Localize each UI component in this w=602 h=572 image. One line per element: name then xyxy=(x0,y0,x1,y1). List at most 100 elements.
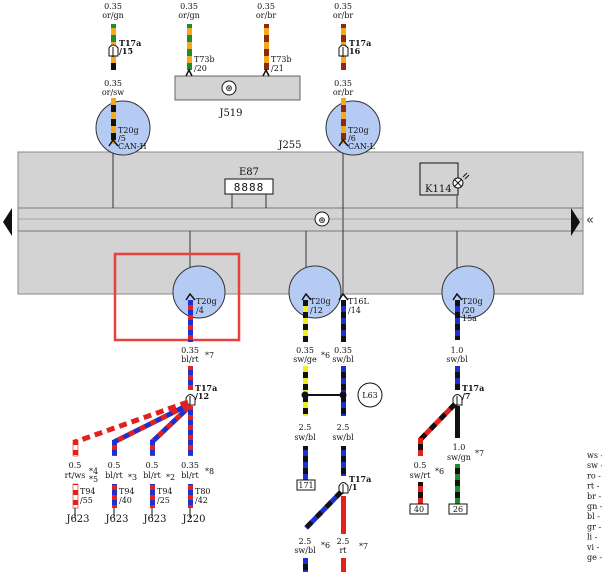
connector-label: T20g xyxy=(310,297,331,306)
component-k114: K114 xyxy=(419,162,470,196)
connector-pin: /12 xyxy=(195,391,209,401)
footnote: *7 xyxy=(359,542,368,551)
connector-pin: /20 xyxy=(462,306,475,315)
connector-pin: /7 xyxy=(462,391,471,401)
connector-signal: CAN-H xyxy=(118,142,147,151)
wire-or-br-3 xyxy=(264,24,269,70)
connector-pin: /20 xyxy=(194,64,207,73)
top-wire-labels: 0.35 or/gn 0.35 or/gn 0.35 or/br 0.35 or… xyxy=(102,2,353,97)
connector-label: T94 xyxy=(80,487,96,496)
branch-right: 1.0 sw/bl T17a /7 1.0 sw/gn *7 0.5 sw/rt… xyxy=(409,346,484,515)
component-label-j519: J519 xyxy=(218,108,242,119)
wire-label-size: 0.35 xyxy=(334,346,352,355)
branch-bl-rt: 0.35 bl/rt *7 T17a /12 0.5 rt/ws *4 *5 0… xyxy=(65,318,217,525)
wire-label-color: sw/bl xyxy=(332,433,354,442)
wire-label-color: or/br xyxy=(256,11,276,20)
connector-t20g-12: T20g /12 xyxy=(288,265,342,319)
legend-code: bl - xyxy=(587,512,600,521)
connector-pin: /12 xyxy=(310,306,323,315)
terminal-label: 40 xyxy=(414,505,424,514)
connector-pin: /55 xyxy=(80,496,93,505)
connector-pin: /5 xyxy=(118,134,126,143)
wire-label-size: 0.35 xyxy=(334,2,352,11)
component-label-j220: J220 xyxy=(181,514,205,525)
wire-label-size: 0.35 xyxy=(104,79,122,88)
connector-pin: /42 xyxy=(195,496,208,505)
wire-or-gn-2 xyxy=(187,24,192,70)
legend-code: ws - xyxy=(587,451,602,460)
footnote: *4 xyxy=(89,467,98,476)
legend-code: br - xyxy=(587,492,601,501)
wire-label-color: sw/bl xyxy=(294,546,316,555)
wire-label-color: or/sw xyxy=(102,88,124,97)
wire-or-sw-1 xyxy=(111,56,116,70)
connector-t20g-5: T20g /5 CAN-H xyxy=(95,100,151,156)
color-legend: ws -sw -ro -rt -br -gn -bl -gr -li -vi -… xyxy=(586,451,602,562)
wire-label-size: 2.5 xyxy=(337,537,350,546)
component-label-j623: J623 xyxy=(142,514,166,525)
wire-label-color: sw/ge xyxy=(293,355,317,364)
legend-code: sw - xyxy=(587,461,602,470)
wire-label-color: sw/bl xyxy=(446,355,468,364)
wire-label-color: rt xyxy=(339,546,347,555)
wire-or-br-4b xyxy=(341,56,346,70)
connector-pin: /40 xyxy=(119,496,132,505)
module-j519: ⊛ T73b /20 T73b /21 J519 xyxy=(174,55,301,119)
selection-highlight[interactable] xyxy=(113,252,241,342)
wire-label-color: or/gn xyxy=(102,11,124,20)
footnote: *2 xyxy=(166,473,175,482)
component-label-l63: L63 xyxy=(362,391,378,400)
terminal-label: 171 xyxy=(298,481,313,490)
connector-t20g-6: T20g /6 CAN-L xyxy=(325,100,381,156)
wire-label-color: sw/gn xyxy=(447,453,471,462)
double-chevron-left-icon[interactable]: « xyxy=(586,213,594,228)
connector-t17a-15: T17a /15 xyxy=(108,38,141,57)
seven-segment-display: 8888 xyxy=(234,181,265,194)
connector-label: T73b xyxy=(271,55,292,64)
connector-pin: /14 xyxy=(348,306,361,315)
connector-pin: 16 xyxy=(349,46,361,56)
wire-label-color: rt/ws xyxy=(65,471,86,480)
wire-label-color: bl/rt xyxy=(143,471,161,480)
connector-label: T20g xyxy=(348,126,369,135)
wire-label-size: 0.35 xyxy=(181,346,199,355)
legend-code: ro - xyxy=(587,471,601,480)
terminal-label: 26 xyxy=(453,505,463,514)
footnote: *6 xyxy=(321,541,330,550)
ground-symbol-icon: ⊛ xyxy=(225,84,233,94)
branch-l63: 0.35 sw/ge *6 0.35 sw/bl L63 2.5 sw/bl 2… xyxy=(293,318,383,572)
wire-or-gn-1 xyxy=(111,24,116,48)
wire-label-color: bl/rt xyxy=(181,355,199,364)
wire-label-size: 0.5 xyxy=(69,461,82,470)
footnote: *3 xyxy=(128,473,137,482)
footnote: *6 xyxy=(321,351,330,360)
connector-pin: /4 xyxy=(196,306,204,315)
connector-t20g-20: T20g /20 15a xyxy=(441,265,495,340)
wire-label-size: 1.0 xyxy=(453,443,466,452)
triangle-left-icon[interactable] xyxy=(3,208,12,236)
component-label-j623: J623 xyxy=(104,514,128,525)
connector-signal: 15a xyxy=(462,314,477,323)
wire-label-size: 0.35 xyxy=(257,2,275,11)
wire-label-size: 0.5 xyxy=(108,461,121,470)
wire-label-size: 0.35 xyxy=(296,346,314,355)
connector-t16l-14: T16L /14 xyxy=(338,292,370,318)
connector-label: T73b xyxy=(194,55,215,64)
wire-label-color: bl/rt xyxy=(105,471,123,480)
ground-symbol-icon: ⊛ xyxy=(318,216,326,226)
connector-label: T80 xyxy=(195,487,211,496)
connector-pin: /1 xyxy=(349,482,358,492)
component-e87: E87 8888 xyxy=(224,167,274,208)
wire-label-size: 0.35 xyxy=(334,79,352,88)
wire-or-br-4 xyxy=(341,24,346,48)
connector-label: T20g xyxy=(462,297,483,306)
wire-label-color: sw/rt xyxy=(410,471,431,480)
wire-label-color: bl/rt xyxy=(181,471,199,480)
legend-code: rt - xyxy=(587,482,600,491)
wire-label-size: 2.5 xyxy=(337,423,350,432)
triangle-right-icon[interactable] xyxy=(571,208,580,236)
connector-label: T94 xyxy=(157,487,173,496)
connector-pin: /21 xyxy=(271,64,284,73)
connector-t17a-16: T17a 16 xyxy=(338,38,371,57)
